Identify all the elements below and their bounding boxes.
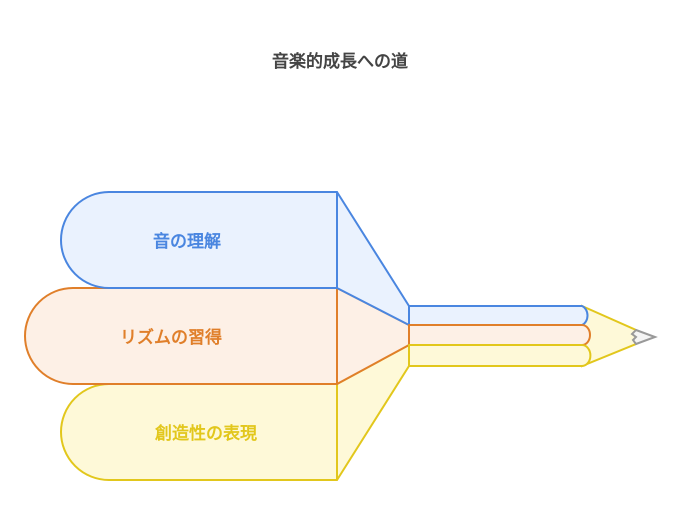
pencil-graphite-tip [630, 328, 658, 346]
pencil-band-rhythm [408, 324, 591, 346]
layer-label-sound: 音の理解 [153, 231, 221, 252]
layer-shape-rhythm [24, 287, 338, 385]
pencil-band-sound [408, 305, 589, 326]
diagram-title: 音楽的成長への道 [272, 51, 408, 72]
layer-label-rhythm: リズムの習得 [120, 327, 222, 348]
layer-shape-sound [60, 191, 338, 289]
layer-shape-creativity [60, 383, 338, 481]
pencil-band-creativity [408, 344, 592, 367]
layer-label-creativity: 創造性の表現 [154, 423, 257, 444]
